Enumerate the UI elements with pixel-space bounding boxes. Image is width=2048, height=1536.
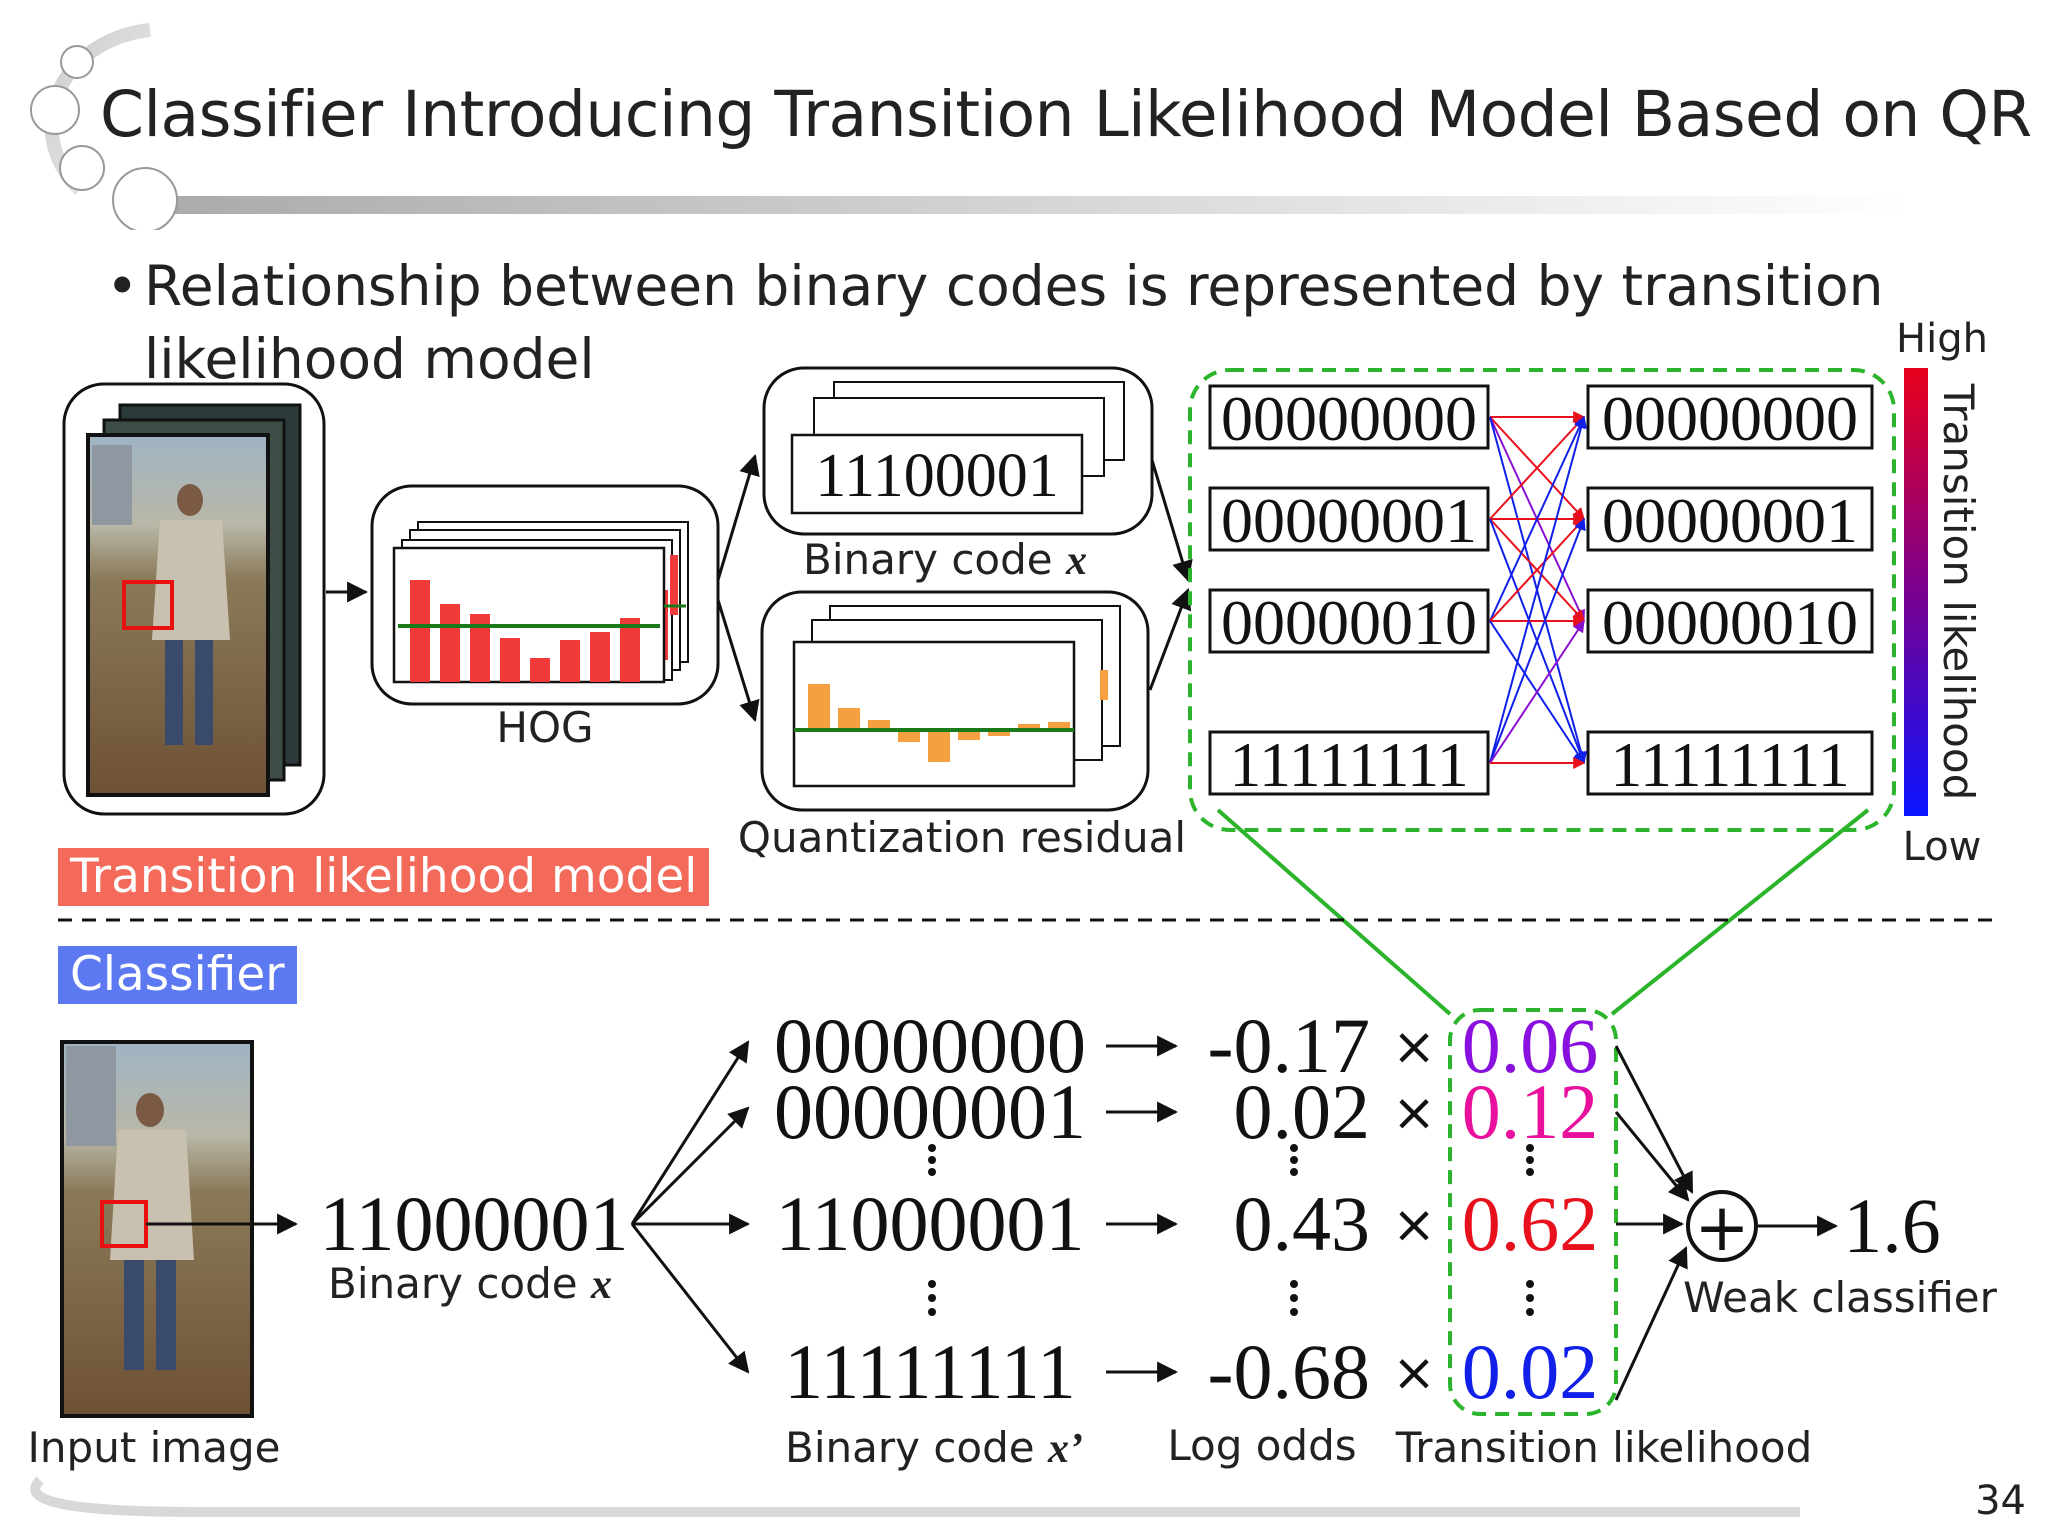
colorbar-low: Low (1903, 824, 1982, 870)
times-symbol: × (1392, 1195, 1436, 1255)
page-number: 34 (1975, 1478, 2026, 1524)
left-codes: 00000000 00000001 00000010 11111111 (1208, 383, 1490, 800)
log-odds-label: Log odds (1167, 1421, 1356, 1470)
left-code: 00000000 (1221, 383, 1477, 454)
hog-panel (370, 484, 720, 706)
colorbar-label: Transition likelihood (1934, 383, 1983, 800)
input-image (60, 1040, 254, 1418)
person-head (177, 484, 203, 516)
right-codes: 00000000 00000001 00000010 11111111 (1586, 383, 1874, 800)
right-code: 00000001 (1602, 485, 1858, 556)
header-decoration (30, 23, 1910, 230)
likelihood-value: 0.12 (1462, 1068, 1599, 1155)
row-3: 11111111 -0.68 × 0.02 (784, 1328, 1598, 1415)
left-code: 00000001 (1221, 485, 1477, 556)
sum-arrows (1614, 1045, 1694, 1401)
decor-circle (30, 85, 80, 135)
output-score: 1.6 (1843, 1182, 1941, 1269)
training-images (62, 382, 326, 816)
sum-node (1686, 1190, 1758, 1262)
row-0: 00000000 -0.17 × 0.06 (774, 1002, 1598, 1089)
residual-panel (760, 590, 1150, 812)
likelihood-value: 0.62 (1462, 1180, 1599, 1267)
input-binary-code-label: Binary code x (328, 1259, 612, 1308)
times-symbol: × (1392, 1017, 1436, 1077)
bullet-text: Relationship between binary codes is rep… (144, 254, 1884, 391)
right-code: 11111111 (1610, 729, 1849, 800)
log-odds-value: -0.17 (1208, 1002, 1370, 1089)
colorbar-high: High (1896, 316, 1988, 362)
binary-code-panel: 11100001 (762, 366, 1154, 536)
log-odds-value: 0.43 (1234, 1180, 1371, 1267)
transition-model-panel (1188, 368, 1896, 832)
binary-code-value: 11100001 (815, 442, 1058, 510)
candidate-code: 00000001 (774, 1068, 1086, 1155)
right-code: 00000000 (1602, 383, 1858, 454)
candidate-code: 11111111 (784, 1328, 1076, 1415)
log-odds-value: 0.02 (1234, 1068, 1371, 1155)
candidate-code: 11000001 (775, 1180, 1084, 1267)
times-symbol: × (1392, 1083, 1436, 1143)
bullet-marker: • (106, 254, 139, 318)
likelihood-colorbar: High Low Transition likelihood (1896, 316, 1988, 870)
zoom-line (1610, 808, 1870, 1016)
row-2: 11000001 0.43 × 0.62 (775, 1180, 1598, 1267)
right-code: 00000010 (1602, 587, 1858, 658)
model-section-tag: Transition likelihood model (58, 848, 710, 906)
left-code: 00000010 (1221, 587, 1477, 658)
log-odds-value: -0.68 (1208, 1328, 1370, 1415)
likelihood-value: 0.02 (1462, 1328, 1599, 1415)
likelihood-label: Transition likelihood (1395, 1423, 1812, 1472)
slide-title: Classifier Introducing Transition Likeli… (100, 78, 2032, 151)
classifier-section-tag: Classifier (58, 946, 297, 1004)
row-1: 00000001 0.02 × 0.12 (774, 1068, 1598, 1155)
residual-bars (808, 684, 1070, 762)
decor-circle (59, 145, 105, 191)
candidate-code: 00000000 (774, 1002, 1086, 1089)
left-code: 11111111 (1229, 729, 1468, 800)
residual-label: Quantization residual (738, 813, 1186, 862)
binary-code-caption: Binary code x (803, 535, 1087, 584)
footer-decoration (30, 1476, 1800, 1517)
input-binary-code: 11000001 (319, 1180, 628, 1267)
input-image-label: Input image (28, 1423, 281, 1472)
decor-circle (112, 167, 178, 230)
likelihood-value: 0.06 (1462, 1002, 1599, 1089)
fan-out-arrows (630, 1040, 751, 1374)
decor-circle (60, 45, 94, 79)
detection-window (122, 580, 174, 630)
plus-symbol: + (1694, 1189, 1749, 1266)
hog-bars (410, 580, 640, 682)
ellipsis-dots (928, 1144, 1534, 1316)
candidate-codes-label: Binary code x’ (785, 1423, 1083, 1472)
zoom-line (1216, 808, 1452, 1016)
times-symbol: × (1392, 1343, 1436, 1403)
transition-arrows (1489, 411, 1587, 769)
title-underline (150, 196, 1910, 214)
hog-label: HOG (496, 703, 593, 752)
weak-classifier-label: Weak classifier (1683, 1273, 1998, 1322)
likelihood-column-highlight (1448, 1008, 1618, 1416)
